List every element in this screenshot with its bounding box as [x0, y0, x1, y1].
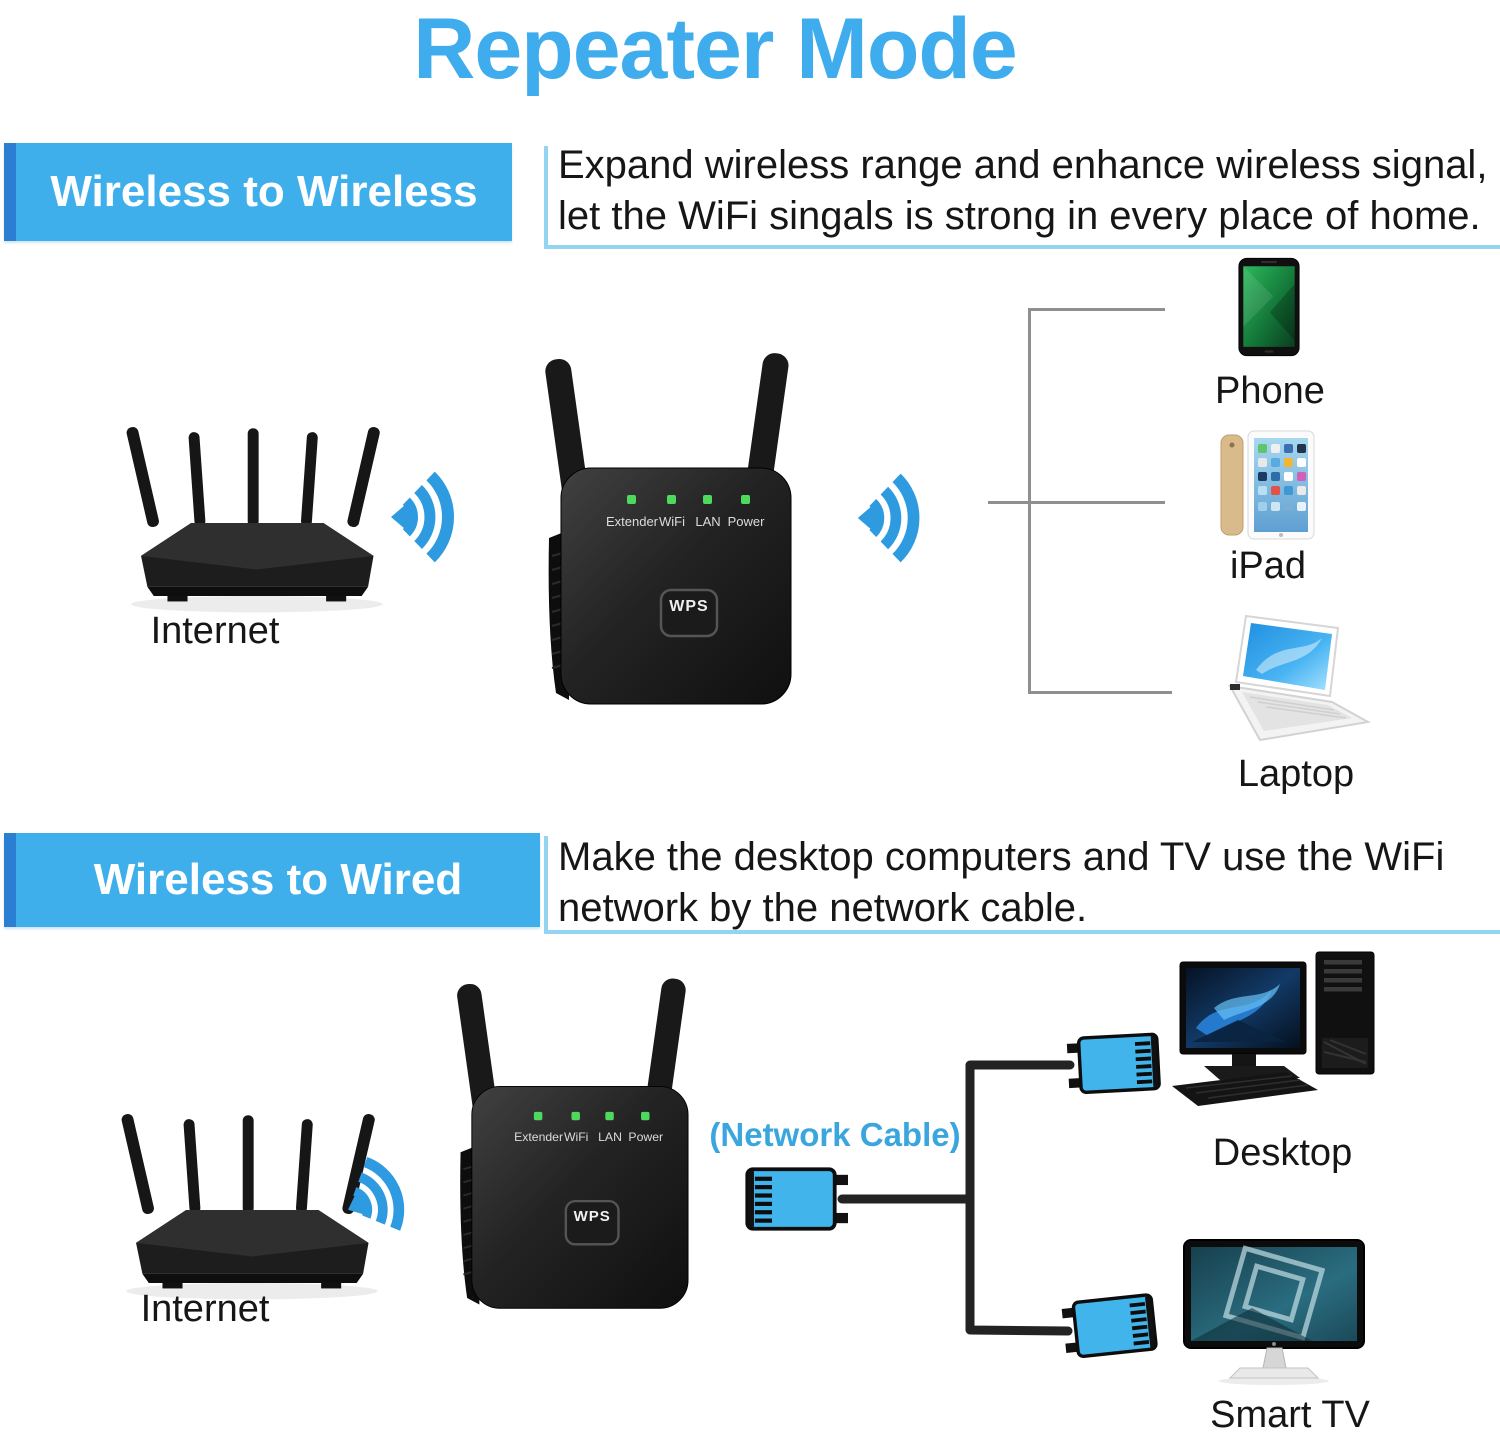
bracket-branch-laptop	[1028, 691, 1172, 694]
laptop-illustration	[1228, 614, 1371, 742]
s2-router-label: Internet	[140, 1288, 270, 1330]
s2-bottom-divider	[544, 930, 1500, 934]
wps-button: WPS	[669, 598, 709, 615]
repeater-device-1: Extender WiFi LAN Power WPS	[525, 342, 805, 722]
led-label-extender: Extender	[605, 514, 659, 529]
wps-button: WPS	[573, 1208, 611, 1225]
led-label-wifi: WiFi	[563, 1129, 589, 1144]
ipad-label: iPad	[1229, 545, 1307, 587]
wifi-signal-icon-1	[391, 471, 454, 563]
s1-router-label: Internet	[150, 610, 280, 652]
smart-tv-illustration	[1183, 1239, 1365, 1385]
repeater-body-1	[545, 353, 792, 705]
repeater-body-2	[457, 978, 689, 1309]
s2-description: Make the desktop computers and TV use th…	[558, 832, 1444, 934]
s2-left-divider	[544, 836, 548, 932]
bracket-branch-ipad	[988, 501, 1165, 504]
page-title: Repeater Mode	[413, 1, 1018, 97]
led-label-wifi: WiFi	[659, 514, 685, 529]
s1-left-divider	[544, 146, 548, 247]
s2-description-line1: Make the desktop computers and TV use th…	[558, 835, 1445, 879]
s1-bottom-divider	[544, 245, 1500, 249]
banner-wireless-to-wireless: Wireless to Wireless	[4, 143, 512, 241]
router-illustration-2	[121, 1114, 378, 1300]
laptop-label: Laptop	[1237, 753, 1355, 795]
wifi-signal-icon-2	[857, 473, 920, 563]
phone-label: Phone	[1215, 370, 1325, 412]
s1-description-line1: Expand wireless range and enhance wirele…	[558, 143, 1488, 187]
desktop-label: Desktop	[1212, 1132, 1353, 1174]
network-cable-label: (Network Cable)	[709, 1116, 961, 1153]
ipad-illustration	[1220, 430, 1315, 540]
led-label-extender: Extender	[514, 1129, 564, 1144]
router-illustration-1	[126, 427, 383, 613]
bracket-branch-phone	[1028, 308, 1165, 311]
led-label-lan: LAN	[695, 514, 721, 529]
s1-description: Expand wireless range and enhance wirele…	[558, 140, 1487, 242]
wifi-signal-icon-3	[348, 1157, 405, 1231]
smart-tv-label: Smart TV	[1210, 1394, 1370, 1434]
desktop-illustration	[1172, 951, 1375, 1106]
s1-description-line2: let the WiFi singals is strong in every …	[558, 194, 1481, 238]
phone-illustration	[1238, 257, 1300, 357]
banner-wireless-to-wireless-label: Wireless to Wireless	[50, 167, 478, 216]
repeater-device-2: Extender WiFi LAN Power WPS	[438, 968, 701, 1325]
led-label-power: Power	[628, 1129, 664, 1144]
network-cable-illustration	[745, 1032, 1162, 1360]
led-label-lan: LAN	[598, 1129, 622, 1144]
led-label-power: Power	[727, 514, 765, 529]
banner-wireless-to-wired: Wireless to Wired	[4, 833, 540, 927]
s2-description-line2: network by the network cable.	[558, 886, 1088, 930]
banner-wireless-to-wired-label: Wireless to Wired	[93, 855, 463, 904]
